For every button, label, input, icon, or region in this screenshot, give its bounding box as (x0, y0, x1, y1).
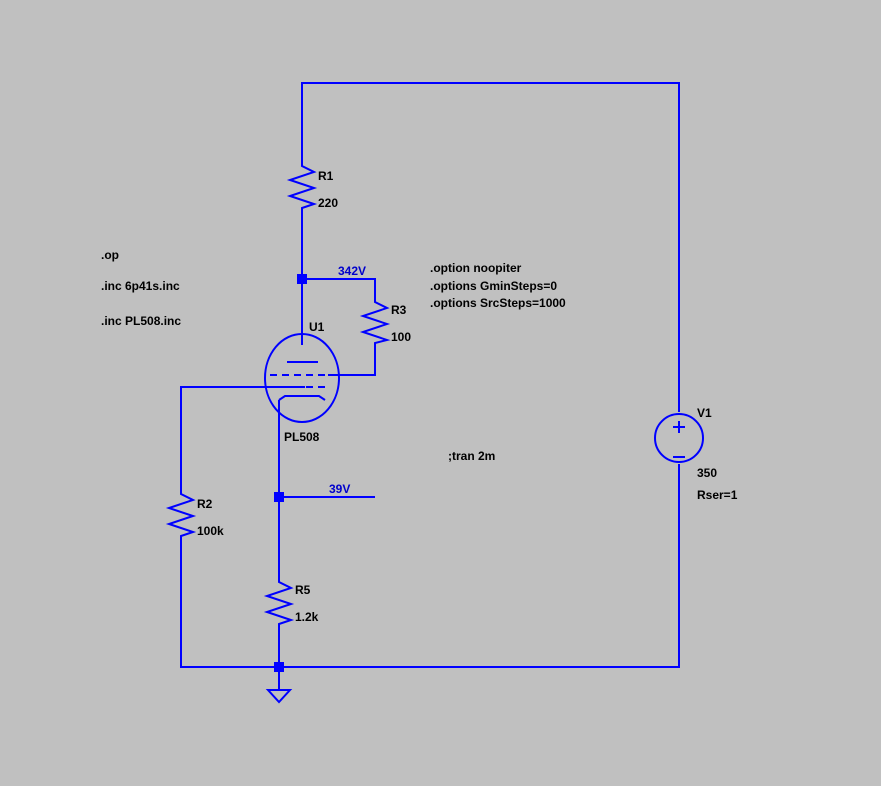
wire-ground-rail-to-v1 (279, 464, 680, 668)
wire-r3-to-screen (328, 345, 376, 376)
junction-ground (274, 662, 284, 672)
directive-option-gminsteps[interactable]: .options GminSteps=0 (430, 279, 557, 293)
wire-anode-node-to-r3 (302, 278, 376, 296)
v1-name: V1 (697, 406, 712, 420)
wire-grid-to-r2 (180, 386, 305, 488)
resistor-r1[interactable] (286, 160, 318, 213)
resistor-r3[interactable] (359, 296, 391, 345)
u1-model: PL508 (284, 430, 320, 444)
resistor-r1-zigzag (286, 160, 318, 213)
directive-tran-comment[interactable]: ;tran 2m (448, 449, 495, 463)
r3-value: 100 (391, 330, 411, 344)
r2-name: R2 (197, 497, 213, 511)
v1-param: Rser=1 (697, 488, 738, 502)
r2-value: 100k (197, 524, 224, 538)
directive-option-noopiter[interactable]: .option noopiter (430, 261, 522, 275)
directive-inc-pl508[interactable]: .inc PL508.inc (101, 314, 181, 328)
tube-envelope (264, 333, 340, 423)
r3-name: R3 (391, 303, 407, 317)
junction-anode (297, 274, 307, 284)
directive-option-srcsteps[interactable]: .options SrcSteps=1000 (430, 296, 566, 310)
wires (180, 82, 680, 690)
r5-name: R5 (295, 583, 311, 597)
resistor-r5-zigzag (263, 576, 295, 629)
resistor-r2-zigzag (165, 488, 197, 541)
v1-value: 350 (697, 466, 717, 480)
u1-name: U1 (309, 320, 325, 334)
resistor-r3-zigzag (359, 296, 391, 345)
voltage-source-icon[interactable] (654, 413, 704, 463)
wire-r2-to-ground-rail (180, 541, 279, 668)
junction-cathode (274, 492, 284, 502)
net-label-cathode: 39V (329, 482, 350, 496)
directive-inc-6p41s[interactable]: .inc 6p41s.inc (101, 279, 180, 293)
r1-name: R1 (318, 169, 334, 183)
pentode-tube-icon[interactable] (264, 333, 340, 423)
directive-op[interactable]: .op (101, 248, 119, 262)
r1-value: 220 (318, 196, 338, 210)
tube-cathode (278, 395, 326, 401)
net-label-anode: 342V (338, 264, 366, 278)
resistor-r2[interactable] (165, 488, 197, 541)
resistor-r5[interactable] (263, 576, 295, 629)
ground-icon (265, 689, 293, 704)
v1-circle (654, 413, 704, 463)
wire-top-rail (301, 82, 680, 412)
r5-value: 1.2k (295, 610, 319, 624)
